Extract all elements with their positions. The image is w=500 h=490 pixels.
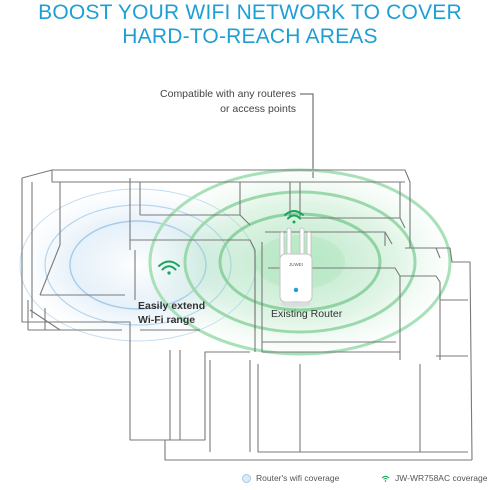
extend-label-line-2: Wi-Fi range — [138, 314, 196, 326]
callout-line-1: Compatible with any routeres — [160, 88, 296, 100]
legend-router-coverage-text: Router's wifi coverage — [256, 473, 340, 483]
blue-dot-icon — [242, 473, 251, 483]
legend-extender-coverage: JW-WR758AC coverage — [381, 473, 487, 483]
wifi-icon — [284, 210, 304, 224]
existing-router-label: Existing Router — [271, 308, 343, 320]
floorplan-walls — [21, 169, 473, 461]
headline-line-1: BOOST YOUR WIFI NETWORK TO COVER — [38, 1, 462, 24]
wifi-icon — [381, 475, 390, 482]
extend-label-line-1: Easily extend — [138, 300, 206, 312]
router-icon — [279, 227, 313, 307]
router-badge: JUWEI — [289, 262, 303, 267]
headline-line-2: HARD-TO-REACH AREAS — [122, 25, 378, 48]
wifi-icon — [158, 260, 180, 275]
extend-range-label: Easily extend Wi-Fi range — [138, 299, 205, 327]
legend-extender-coverage-text: JW-WR758AC coverage — [395, 473, 488, 483]
callout-line-2: or access points — [220, 103, 296, 115]
legend-router-coverage: Router's wifi coverage — [242, 473, 339, 483]
compatibility-callout: Compatible with any routeres or access p… — [146, 87, 296, 117]
callout-line — [300, 93, 314, 178]
